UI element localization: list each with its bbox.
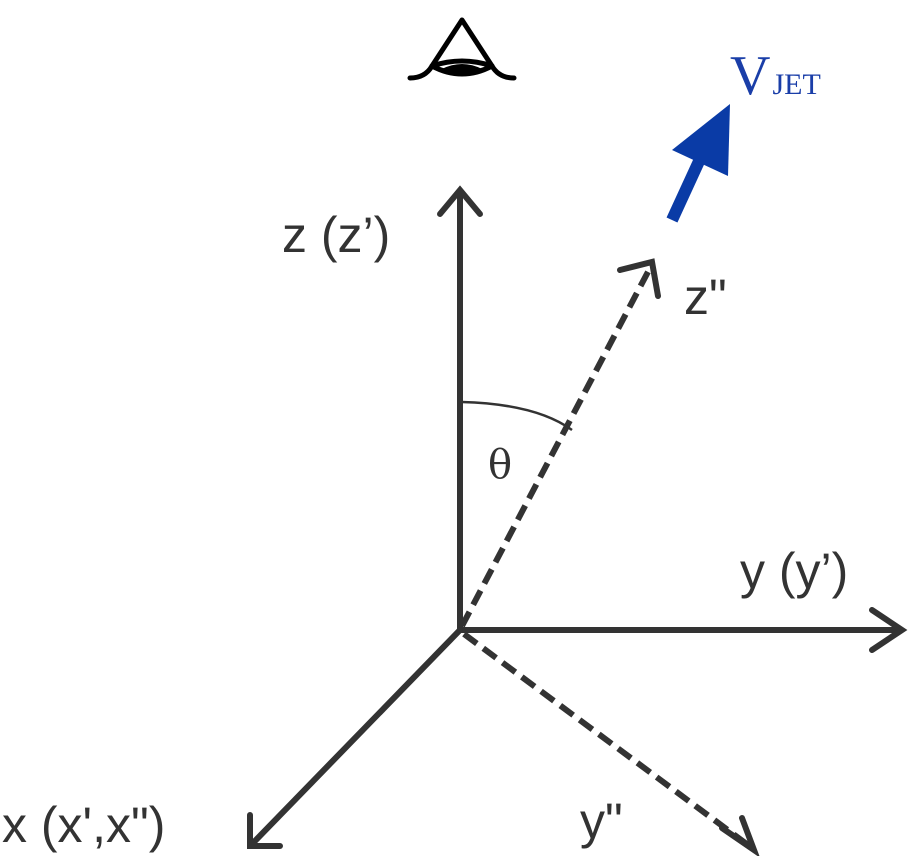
y-axis-label: y (y’) — [740, 543, 848, 599]
z-axis — [437, 185, 483, 633]
y-double-prime-label: y" — [580, 793, 623, 849]
jet-velocity-subscript: JET — [772, 68, 820, 101]
jet-arrow — [666, 104, 730, 223]
eye-icon — [407, 17, 517, 81]
angle-arc — [461, 400, 573, 432]
x-axis-label: x (x',x") — [2, 797, 165, 853]
jet-velocity-label: VJET — [730, 45, 821, 107]
x-axis — [247, 627, 463, 849]
z-double-prime-axis — [459, 258, 661, 628]
y-axis — [457, 607, 908, 653]
z-double-prime-label: z" — [684, 269, 727, 325]
angle-theta-label: θ — [488, 442, 512, 488]
z-axis-label: z (z’) — [282, 207, 390, 263]
y-double-prime-axis — [462, 631, 760, 856]
jet-velocity-symbol: V — [730, 45, 770, 107]
